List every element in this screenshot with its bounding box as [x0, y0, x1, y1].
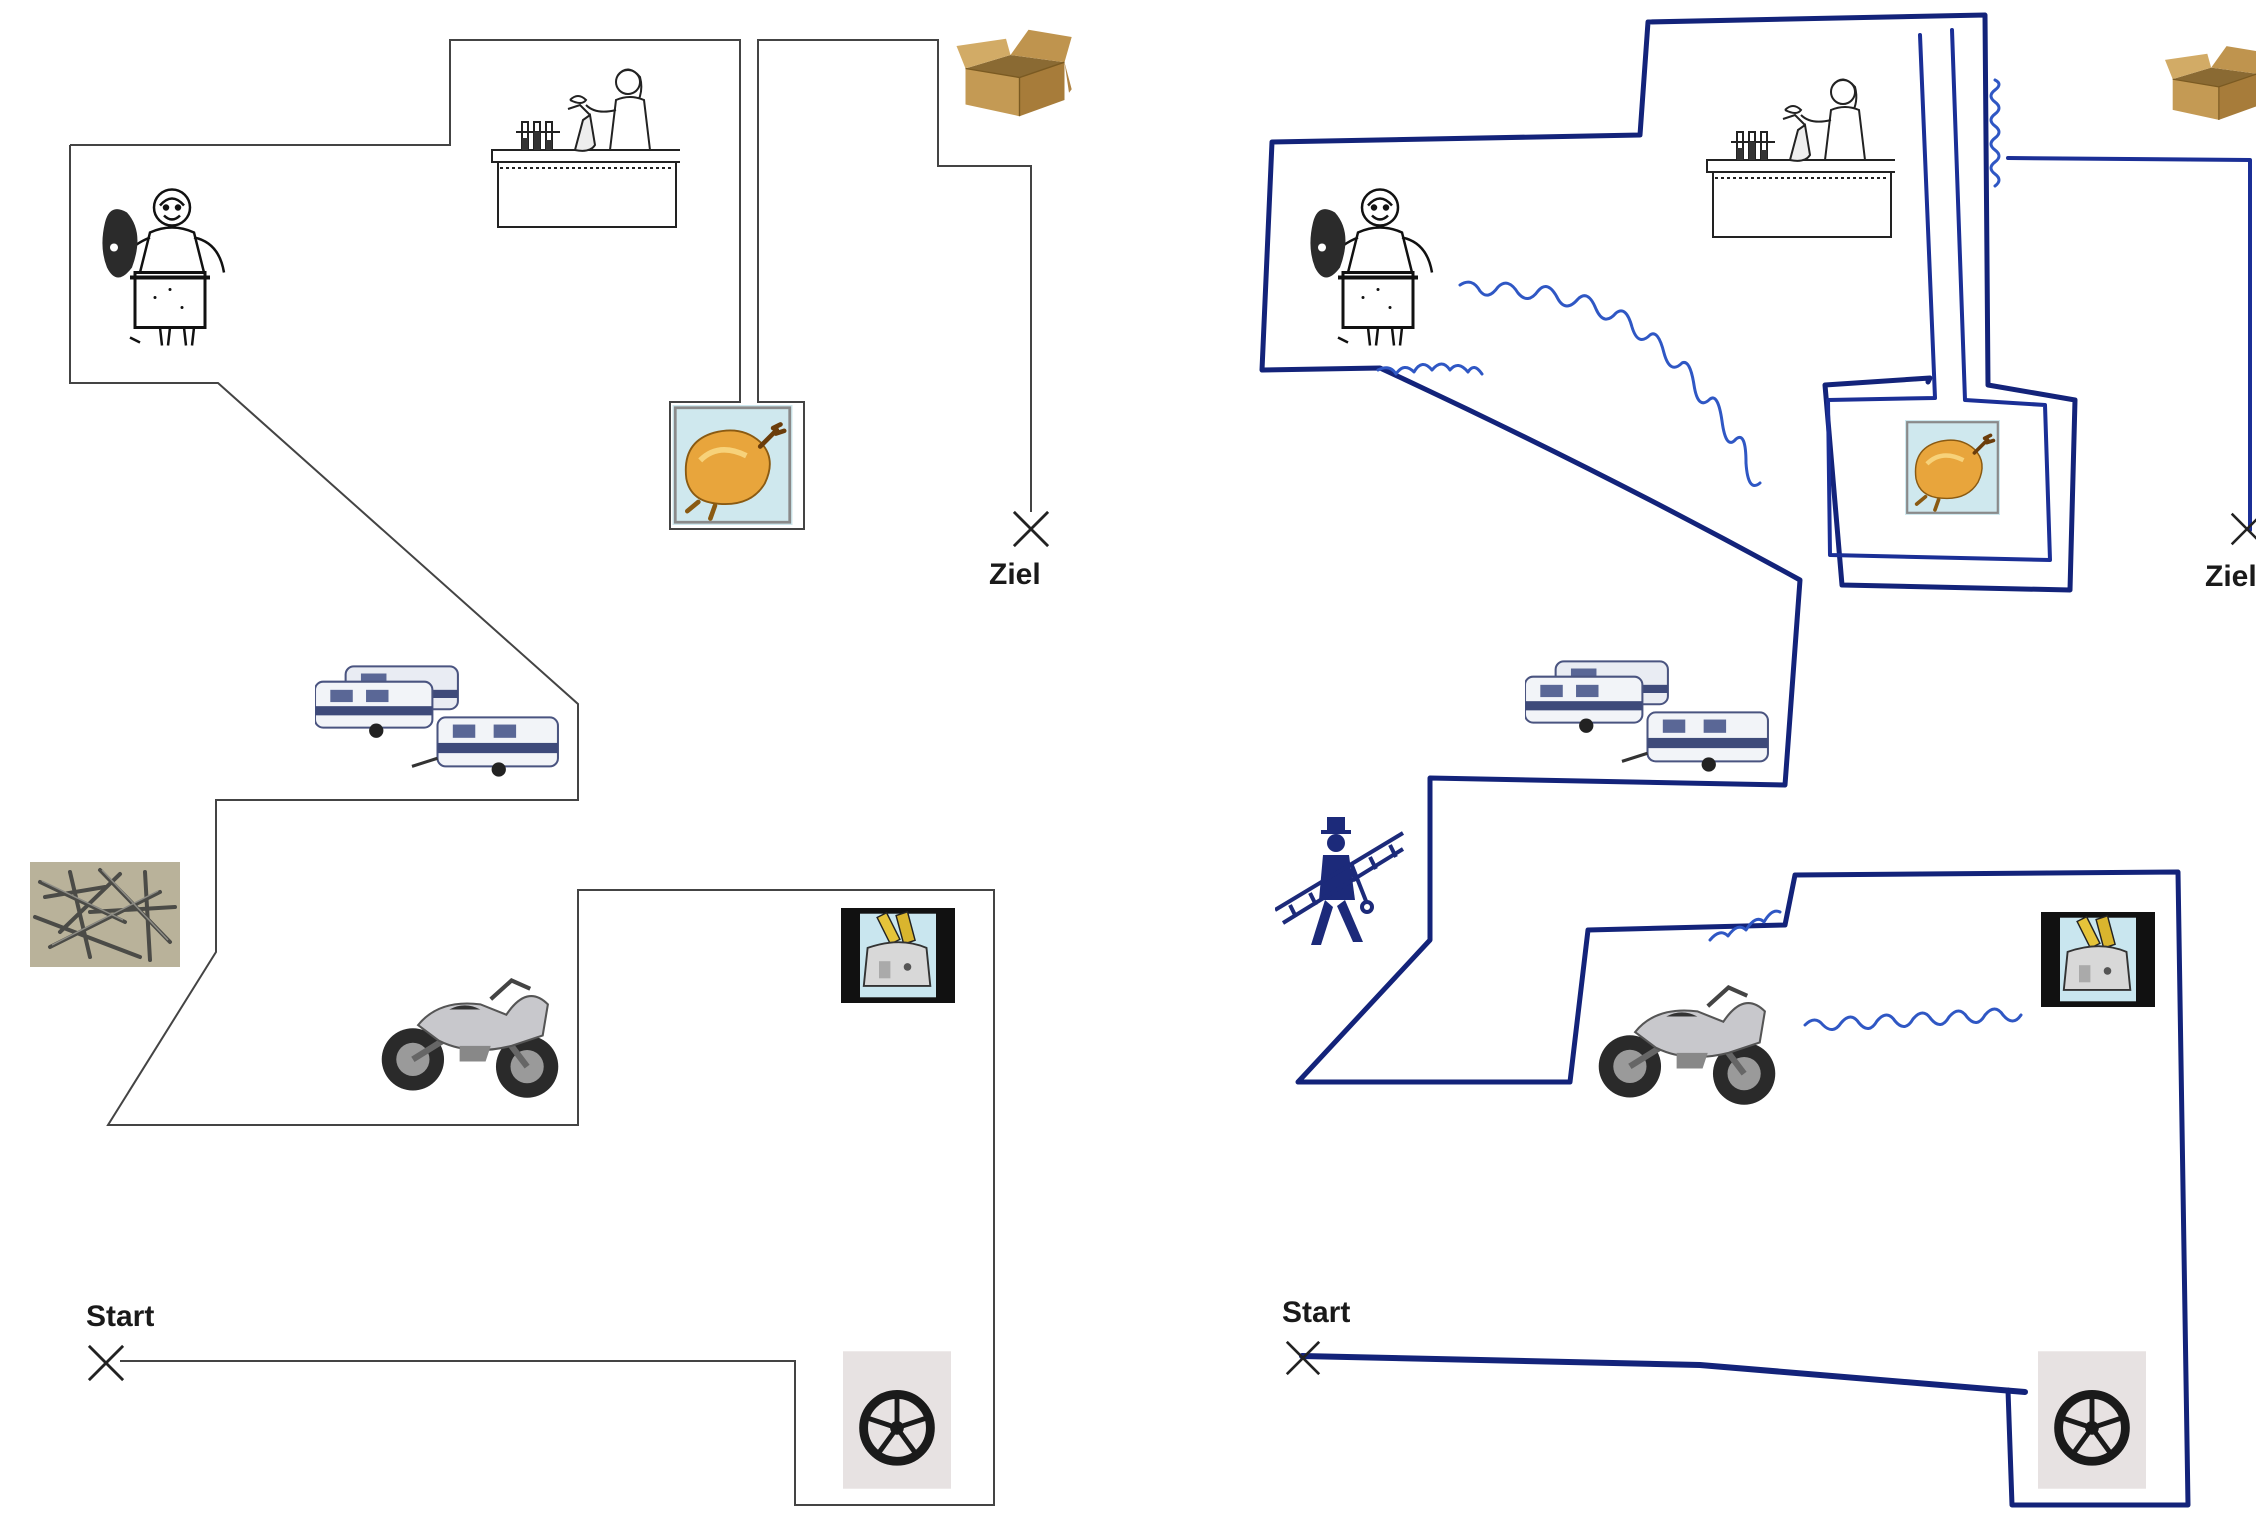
- roast-chicken-icon: [1905, 420, 2000, 515]
- goal-cross-icon: [1014, 512, 1048, 546]
- traced-path-goal: [2008, 158, 2250, 530]
- nails-icon: [30, 862, 180, 967]
- motorcycle-icon: [1599, 987, 1776, 1104]
- traced-path-scribble-toaster: [1805, 1009, 2021, 1030]
- lab-scientist-icon: [1707, 79, 1897, 237]
- route-outline-lower: [70, 145, 994, 1505]
- toaster-icon: [2041, 912, 2155, 1007]
- toaster-icon: [841, 908, 955, 1003]
- route-outline-main: [70, 40, 1031, 529]
- cardboard-box-icon: [957, 30, 1072, 116]
- start-cross-icon: [89, 1346, 123, 1380]
- goal-cross-icon: [2232, 514, 2256, 545]
- roast-chicken-icon: [673, 405, 793, 525]
- motorcycle-icon: [382, 980, 559, 1097]
- template-map-panel: Ziel Start: [30, 30, 1072, 1505]
- traced-path-scribble-diagonal: [1460, 282, 1760, 485]
- wheel-icon: [2038, 1351, 2146, 1488]
- caravans-icon: [1525, 661, 1768, 771]
- goal-label: Ziel: [2205, 560, 2256, 593]
- wheel-icon: [843, 1351, 951, 1488]
- traced-path-scribble-bottom: [1378, 364, 1482, 374]
- traced-map-panel: Ziel Start: [1262, 15, 2256, 1505]
- start-label: Start: [86, 1300, 154, 1333]
- butcher-icon: [1310, 190, 1432, 346]
- traced-path-start: [1302, 1356, 2025, 1392]
- caravans-icon: [315, 666, 558, 776]
- lab-scientist-icon: [492, 69, 682, 227]
- start-label: Start: [1282, 1296, 1350, 1329]
- butcher-icon: [102, 190, 224, 346]
- cardboard-box-icon: [2165, 46, 2256, 120]
- goal-label: Ziel: [989, 558, 1041, 591]
- chimney-sweep-icon: [1275, 817, 1403, 945]
- traced-path-scribble-ladder: [1991, 80, 1999, 186]
